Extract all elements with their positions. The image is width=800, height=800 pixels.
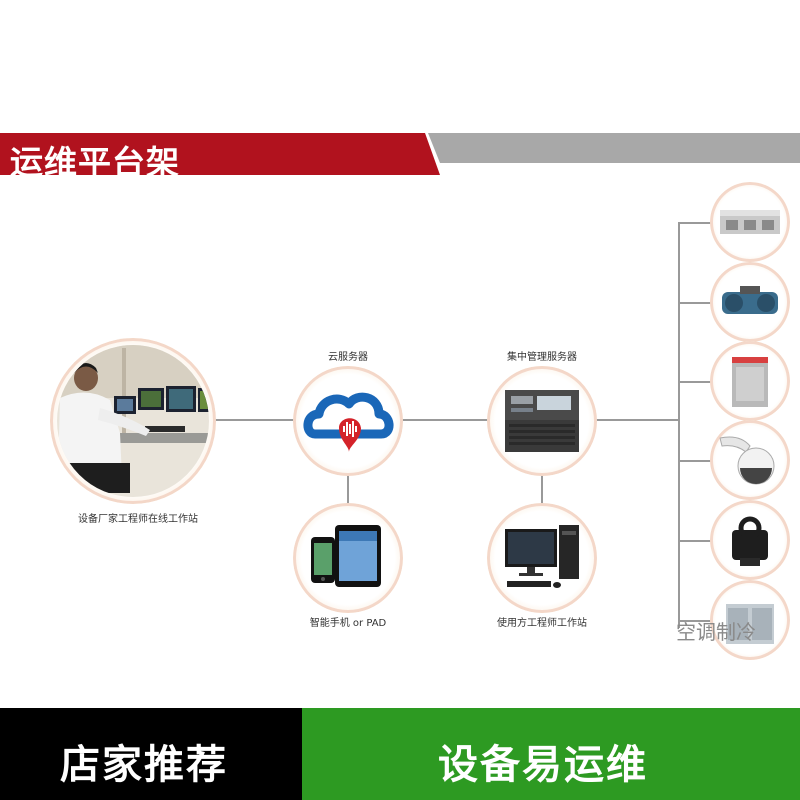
connector-eq1: [678, 222, 712, 224]
footer-right-panel: 设备易运维: [302, 708, 800, 800]
connector-eq2: [678, 302, 712, 304]
user-workstation-node: [487, 503, 597, 613]
central-server-caption: 集中管理服务器: [507, 352, 577, 363]
mobile-devices-node: [293, 503, 403, 613]
cabinet-unit-icon: [732, 357, 768, 407]
chiller-unit-icon: [722, 286, 778, 314]
server-rack-icon: [505, 390, 579, 452]
smartphone-tablet-icon: [311, 525, 381, 587]
valve-actuator-icon: [732, 516, 768, 566]
equipment-chiller-unit: [710, 262, 790, 342]
equipment-cooling-tower: [710, 580, 790, 660]
engineer-workstation-caption: 设备厂家工程师在线工作站: [78, 514, 198, 525]
desktop-computer-icon: [505, 525, 579, 588]
connector-main: [200, 419, 678, 421]
banner-gray-band: [428, 133, 800, 163]
connector-central-userws: [541, 468, 543, 506]
cloud-server-caption: 云服务器: [328, 352, 368, 363]
banner-red-band: [0, 133, 440, 175]
central-server-node: [487, 366, 597, 476]
engineer-at-desk-icon: [57, 345, 209, 497]
air-handling-unit-icon: [720, 210, 780, 234]
title-banner: 运维平台架: [0, 133, 800, 182]
engineer-workstation-node: [50, 338, 216, 504]
connector-eq5: [678, 540, 712, 542]
mobile-devices-caption: 智能手机 or PAD: [309, 618, 387, 629]
connector-equipment-bus: [678, 222, 680, 628]
connector-eq3: [678, 381, 712, 383]
connector-eq6: [678, 620, 712, 622]
connector-cloud-mobile: [347, 468, 349, 506]
equipment-cabinet-unit: [710, 341, 790, 421]
equipment-valve-actuator: [710, 500, 790, 580]
page-title: 运维平台架: [10, 143, 180, 182]
user-workstation-caption: 使用方工程师工作站: [497, 618, 587, 629]
footer-left-text: 店家推荐: [60, 742, 228, 788]
equipment-partial-label: 空调制冷: [676, 620, 756, 644]
footer-right-text: 设备易运维: [438, 742, 648, 788]
equipment-dome-camera: [710, 420, 790, 500]
footer-left-panel: 店家推荐: [0, 708, 302, 800]
cloud-server-node: [293, 366, 403, 476]
dome-camera-icon: [719, 436, 775, 485]
cloud-icon: [303, 392, 394, 452]
equipment-air-handling-unit: [710, 182, 790, 262]
connector-eq4: [678, 460, 712, 462]
cooling-tower-icon: [726, 604, 774, 644]
